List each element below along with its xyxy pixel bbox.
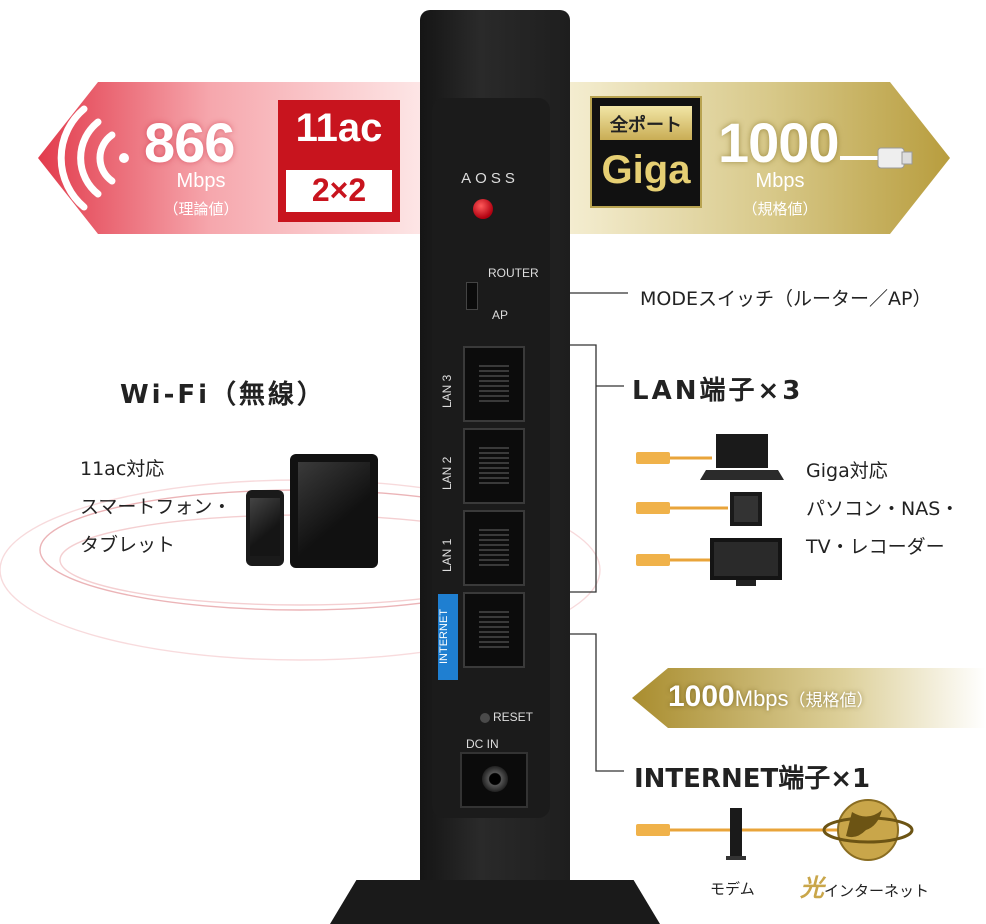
reset-button[interactable] xyxy=(480,713,490,723)
lan2-label: LAN 2 xyxy=(440,456,454,490)
smartphone-screen xyxy=(250,498,280,556)
wifi-speed-value: 866 xyxy=(144,111,235,174)
modem-icon xyxy=(726,808,746,860)
wifi-devices-line-1: 11ac対応 xyxy=(80,458,165,480)
2x2-badge xyxy=(286,170,392,212)
lan-devices-line-1: Giga対応 xyxy=(806,460,888,482)
11ac-badge-label: 11ac xyxy=(295,106,383,150)
hikari-rest: インターネット xyxy=(824,882,930,900)
internet-speed-unit: Mbps xyxy=(734,686,789,711)
wifi-speed-note: （理論値） xyxy=(163,200,239,218)
lan-device-cables xyxy=(636,452,728,566)
aoss-label: AOSS xyxy=(461,170,519,187)
wired-speed-note: （規格値） xyxy=(742,200,818,218)
lan1-label: LAN 1 xyxy=(440,538,454,572)
internet-speed-note: （規格値） xyxy=(788,691,874,711)
mode-switch-callout: MODEスイッチ（ルーター／AP） xyxy=(640,288,932,310)
mode-switch[interactable] xyxy=(466,282,478,310)
wired-speed-unit: Mbps xyxy=(755,170,805,192)
all-port-badge xyxy=(600,106,692,140)
modem-label: モデム xyxy=(710,880,755,898)
giga-label: Giga xyxy=(601,148,691,192)
tablet-screen xyxy=(298,462,370,560)
lan3-port[interactable] xyxy=(463,346,525,422)
internet-speed-value: 1000 xyxy=(668,680,735,713)
tv-icon xyxy=(710,538,782,586)
lan-devices-line-2: パソコン・NAS・ xyxy=(806,498,960,520)
lan2-port[interactable] xyxy=(463,428,525,504)
laptop-icon xyxy=(700,434,784,480)
internet-port-label: INTERNET xyxy=(438,594,458,680)
lan1-port[interactable] xyxy=(463,510,525,586)
reset-label: RESET xyxy=(493,710,534,724)
wifi-devices-text: 11ac対応 スマートフォン・ タブレット xyxy=(80,450,231,564)
lan3-label: LAN 3 xyxy=(440,374,454,408)
hikari-internet-label: 光インターネット xyxy=(800,868,929,903)
lan-cable-icon xyxy=(840,147,913,169)
globe-icon xyxy=(822,799,914,861)
wifi-title: Wi-Fi（無線） xyxy=(120,380,327,410)
lan-devices-text: Giga対応 パソコン・NAS・ TV・レコーダー xyxy=(806,452,959,566)
internet-speed-banner xyxy=(632,668,986,728)
aoss-button[interactable] xyxy=(473,199,493,219)
wifi-devices-line-2: スマートフォン・ xyxy=(80,496,232,518)
hikari-kanji: 光 xyxy=(800,873,824,902)
wifi-devices-line-3: タブレット xyxy=(80,534,176,556)
all-port-label: 全ポート xyxy=(610,115,682,136)
mode-ap-label: AP xyxy=(492,308,509,322)
lan-devices-line-3: TV・レコーダー xyxy=(806,536,945,558)
internet-port-callout: INTERNET端子×1 xyxy=(634,764,871,794)
nas-icon xyxy=(730,492,762,526)
wifi-icon xyxy=(57,105,129,211)
2x2-badge-label: 2×2 xyxy=(311,172,367,208)
internet-speed-text: 1000Mbps（規格値） xyxy=(668,680,874,714)
wired-speed-value: 1000 xyxy=(718,111,840,174)
router-stand xyxy=(330,880,660,924)
internet-cable xyxy=(636,824,850,836)
dc-in-jack[interactable] xyxy=(460,752,528,808)
internet-port[interactable] xyxy=(463,592,525,668)
mode-router-label: ROUTER xyxy=(488,266,539,280)
wifi-speed-unit: Mbps xyxy=(176,170,226,192)
dc-in-label: DC IN xyxy=(466,737,499,751)
lan-ports-callout: LAN端子×3 xyxy=(632,376,804,406)
